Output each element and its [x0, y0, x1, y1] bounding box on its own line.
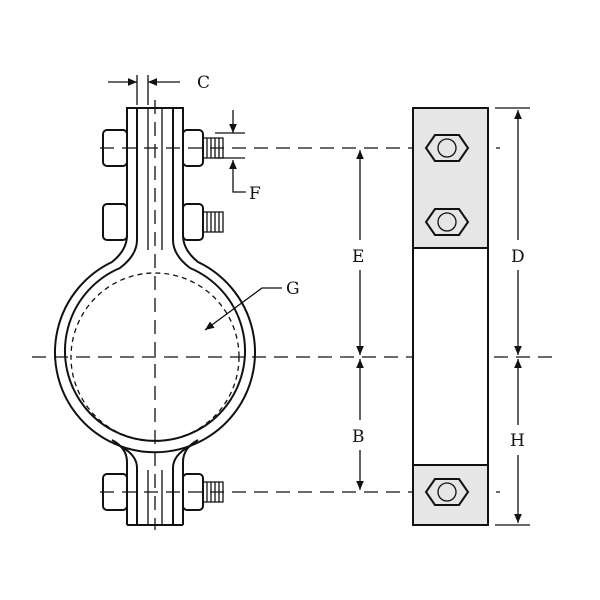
- label-f: F: [249, 184, 261, 204]
- hex-nut-icon: [424, 478, 470, 506]
- label-d: D: [511, 247, 525, 267]
- hex-nut-icon: [424, 134, 470, 162]
- label-b: B: [352, 427, 365, 447]
- label-g: G: [286, 279, 300, 299]
- top-bolt: [102, 129, 224, 167]
- label-c: C: [197, 73, 210, 93]
- hex-nut-icon: [424, 208, 470, 236]
- label-e: E: [352, 247, 364, 267]
- middle-bolt: [102, 203, 224, 241]
- clamp-side-view: [412, 107, 489, 526]
- bottom-bolt: [102, 473, 224, 511]
- pipe-outline: [70, 272, 240, 442]
- clamp-front-view: [54, 107, 256, 526]
- label-h: H: [510, 431, 525, 451]
